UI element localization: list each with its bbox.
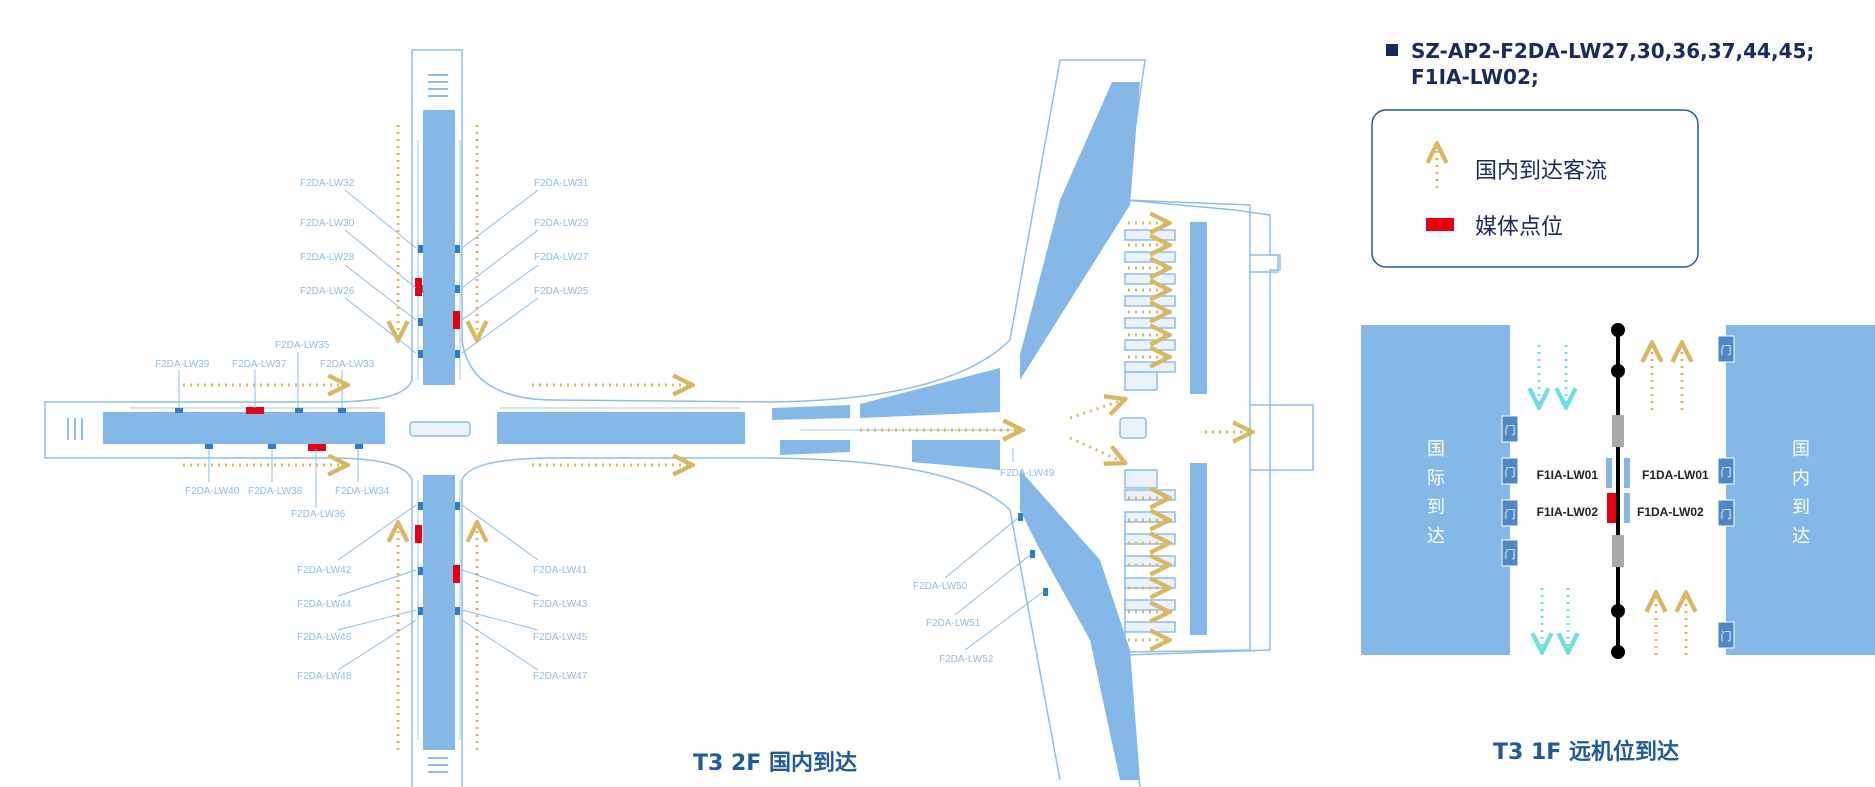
label-lw29: F2DA-LW29: [534, 218, 589, 229]
label-lw50: F2DA-LW50: [913, 581, 968, 592]
leader-lines: [178, 189, 1044, 671]
intl-hall-char-2: 际: [1427, 468, 1445, 489]
bullet-square: [1386, 44, 1398, 56]
label-lw52: F2DA-LW52: [939, 654, 994, 665]
building-blocks: [103, 82, 1207, 780]
label-f1ia-lw01: F1IA-LW01: [1537, 468, 1599, 482]
media-points: [246, 278, 460, 583]
label-lw27: F2DA-LW27: [534, 252, 589, 263]
label-lw35: F2DA-LW35: [275, 340, 330, 351]
intl-hall-char-4: 达: [1427, 526, 1445, 547]
intl-hall-char-3: 到: [1427, 497, 1445, 518]
intl-hall-char-1: 国: [1427, 439, 1445, 460]
label-lw37: F2DA-LW37: [232, 359, 287, 370]
door-label: 门: [1505, 465, 1516, 479]
label-lw31: F2DA-LW31: [534, 178, 589, 189]
media-point-f1ia-lw02: [1607, 493, 1616, 523]
intl-arrival-hall: [1361, 325, 1510, 655]
label-lw42: F2DA-LW42: [297, 565, 352, 576]
codes-line-1: SZ-AP2-F2DA-LW27,30,36,37,44,45;: [1411, 39, 1814, 63]
legend-box: 国内到达客流 媒体点位: [1371, 109, 1699, 268]
gate-grey-bottom: [1612, 535, 1624, 567]
label-f1da-lw01: F1DA-LW01: [1642, 468, 1709, 482]
label-lw51: F2DA-LW51: [926, 618, 981, 629]
label-lw40: F2DA-LW40: [185, 486, 240, 497]
label-lw38: F2DA-LW38: [248, 486, 303, 497]
legend-flow-label: 国内到达客流: [1475, 159, 1607, 184]
label-lw39: F2DA-LW39: [155, 359, 210, 370]
dom-arrival-hall: [1726, 325, 1875, 655]
door-label: 门: [1721, 507, 1732, 521]
label-lw36: F2DA-LW36: [291, 509, 346, 520]
screen-points: [175, 245, 1048, 615]
label-lw44: F2DA-LW44: [297, 599, 352, 610]
door-label: 门: [1721, 343, 1732, 357]
label-f1da-lw02: F1DA-LW02: [1637, 505, 1704, 519]
label-lw34: F2DA-LW34: [335, 486, 390, 497]
label-lw43: F2DA-LW43: [533, 599, 588, 610]
door-label: 门: [1505, 547, 1516, 561]
label-f1ia-lw02: F1IA-LW02: [1537, 505, 1599, 519]
label-lw33: F2DA-LW33: [320, 359, 375, 370]
location-labels: F2DA-LW32 F2DA-LW30 F2DA-LW28 F2DA-LW26 …: [155, 178, 1055, 682]
label-lw46: F2DA-LW46: [297, 632, 352, 643]
label-lw28: F2DA-LW28: [300, 252, 355, 263]
label-lw48: F2DA-LW48: [297, 671, 352, 682]
stairs-icon: [67, 74, 448, 773]
label-lw26: F2DA-LW26: [300, 286, 355, 297]
door-label: 门: [1505, 423, 1516, 437]
dom-hall-char-2: 内: [1792, 468, 1810, 489]
label-lw32: F2DA-LW32: [300, 178, 355, 189]
dom-hall-char-3: 到: [1792, 497, 1810, 518]
media-legend-icon: [1426, 218, 1454, 231]
passenger-flow-arrows: [183, 125, 1250, 750]
door-label: 门: [1721, 465, 1732, 479]
label-lw30: F2DA-LW30: [300, 218, 355, 229]
door-label: 门: [1721, 629, 1732, 643]
legend-media-label: 媒体点位: [1475, 215, 1563, 240]
gate-grey-top: [1612, 415, 1624, 447]
main-title: T3 2F 国内到达: [693, 751, 857, 776]
label-lw45: F2DA-LW45: [533, 632, 588, 643]
label-lw49: F2DA-LW49: [1000, 468, 1055, 479]
inset-1f: 国 际 到 达 国 内 到 达 门 门 门 门 门 门 门 门: [1361, 323, 1875, 659]
label-lw41: F2DA-LW41: [533, 565, 588, 576]
dom-hall-char-1: 国: [1792, 439, 1810, 460]
door-label: 门: [1505, 507, 1516, 521]
inset-title: T3 1F 远机位到达: [1493, 739, 1679, 765]
codes-line-2: F1IA-LW02;: [1411, 65, 1539, 89]
dom-hall-char-4: 达: [1792, 526, 1810, 547]
label-lw25: F2DA-LW25: [534, 286, 589, 297]
label-lw47: F2DA-LW47: [533, 671, 588, 682]
